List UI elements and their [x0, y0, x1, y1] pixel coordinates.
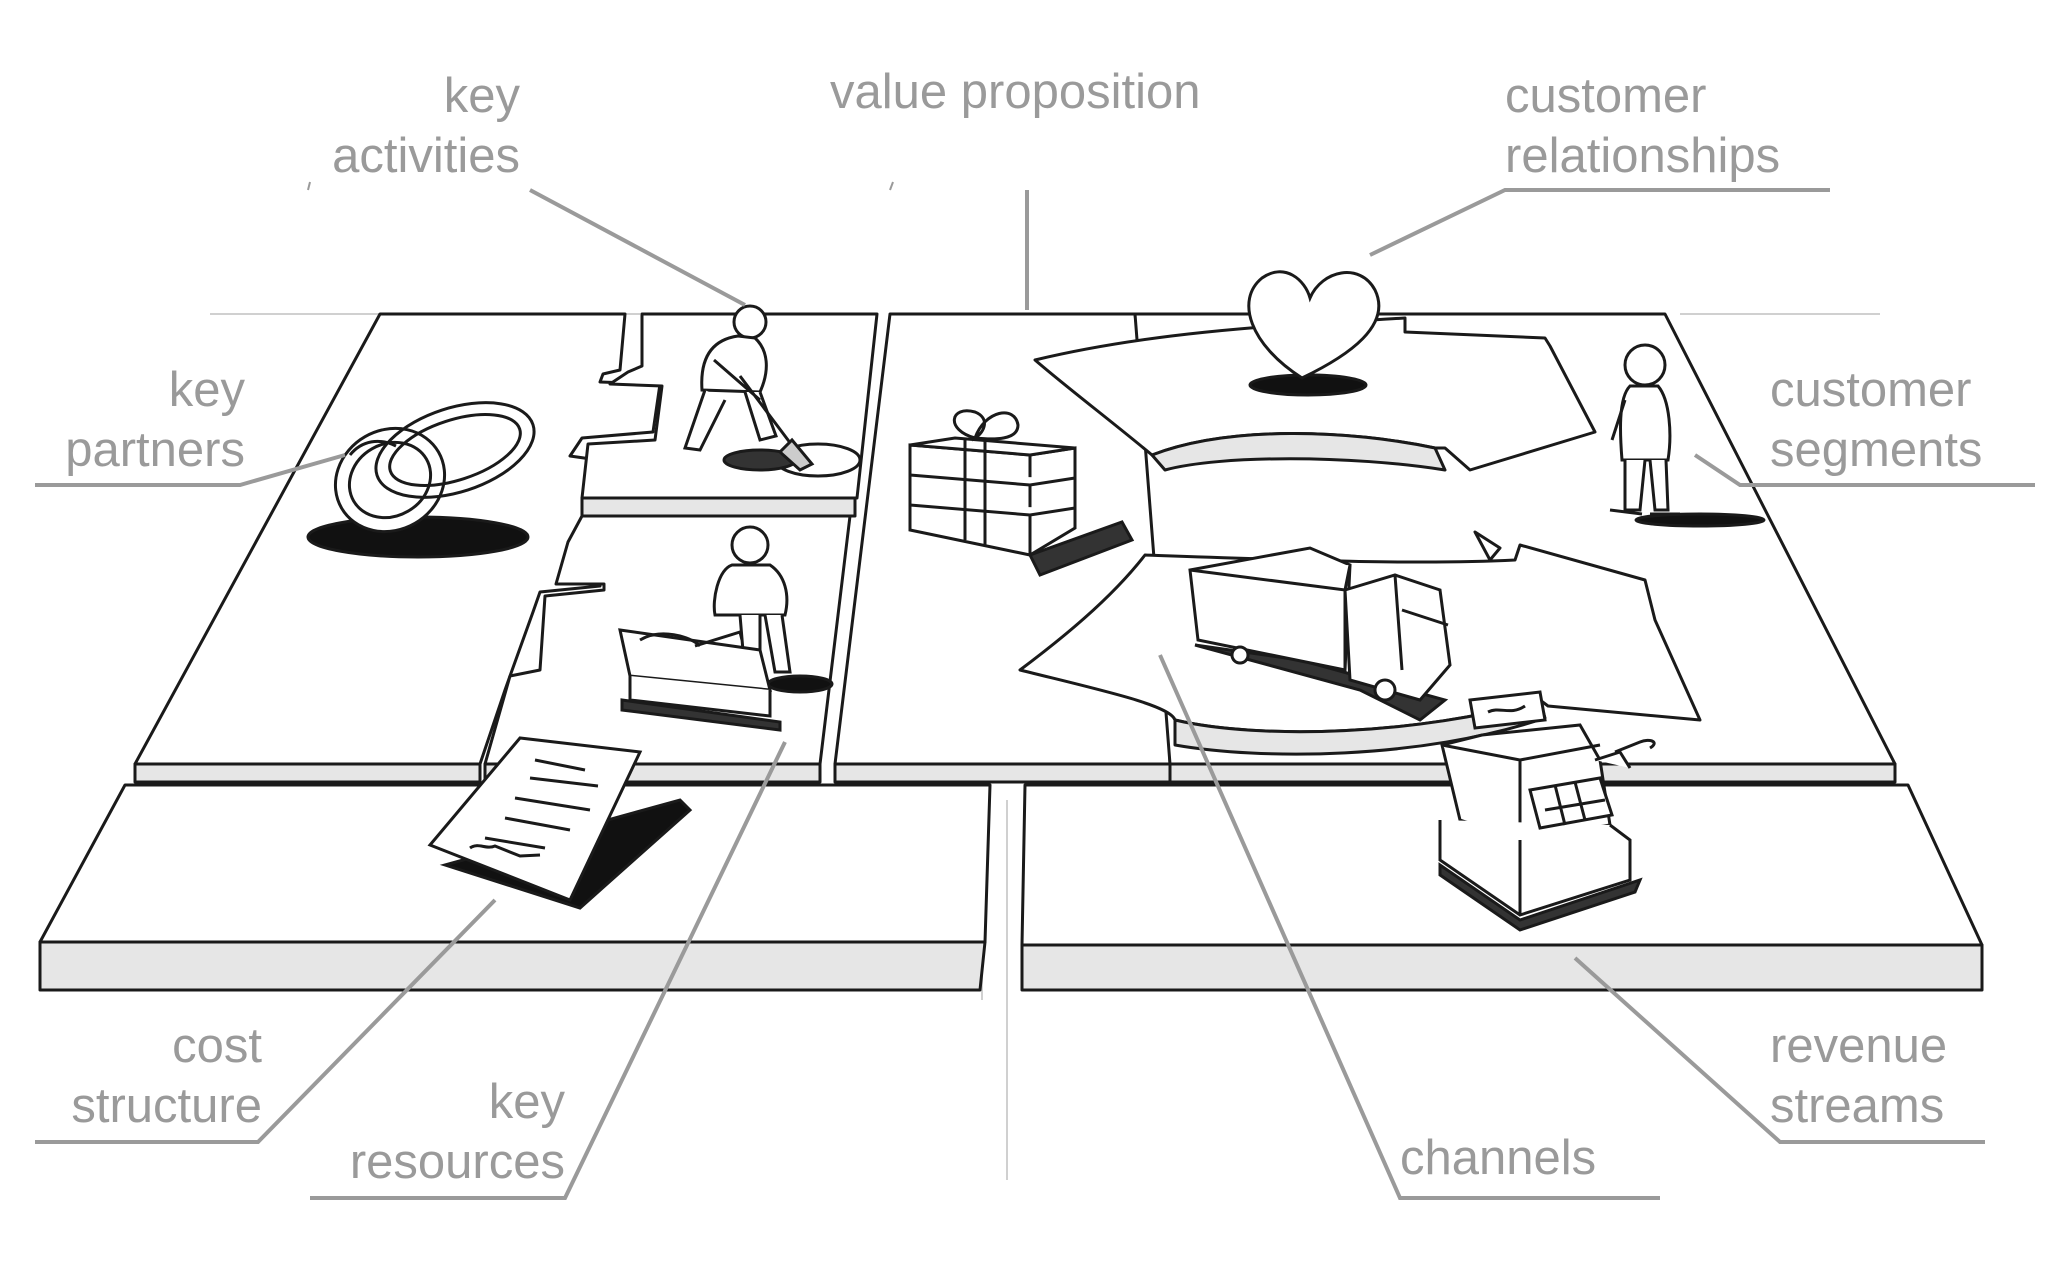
label-customer-relationships-line-1: customer	[1505, 69, 1707, 123]
label-channels-line-1: channels	[1400, 1131, 1597, 1185]
label-key-activities-line-1: key	[443, 69, 520, 123]
leader-key-activities	[529, 188, 746, 307]
label-key-resources-line-1: key	[488, 1075, 565, 1129]
label-key-activities: key activities	[300, 66, 520, 186]
label-key-activities-line-2: activities	[332, 129, 520, 183]
leader-lines	[35, 181, 2035, 1200]
cash-register-icon	[1438, 690, 1656, 932]
label-revenue-streams: revenue streams	[1770, 1016, 1947, 1136]
label-key-partners-line-2: partners	[65, 423, 245, 477]
label-customer-segments-line-1: customer	[1770, 363, 1972, 417]
digging-person-icon	[682, 304, 862, 478]
label-customer-segments-line-2: segments	[1770, 423, 1983, 477]
label-key-partners-line-1: key	[168, 363, 245, 417]
leader-cost-structure	[35, 898, 497, 1144]
label-value-proposition-line-1: value proposition	[830, 65, 1201, 119]
leader-key-partners	[35, 453, 346, 487]
label-cost-structure-line-2: structure	[71, 1079, 262, 1133]
document-icon	[427, 736, 693, 910]
gift-box-icon	[908, 409, 1135, 577]
worker-at-table-icon	[618, 525, 834, 732]
label-cost-structure-line-1: cost	[172, 1019, 262, 1073]
label-revenue-streams-line-2: streams	[1770, 1079, 1945, 1133]
truck-icon	[1188, 546, 1452, 722]
label-key-partners: key partners	[30, 360, 245, 480]
label-cost-structure: cost structure	[30, 1016, 262, 1136]
label-customer-relationships: customer relationships	[1505, 66, 1780, 186]
label-revenue-streams-line-1: revenue	[1770, 1019, 1948, 1073]
label-key-resources: key resources	[300, 1072, 565, 1192]
label-channels: channels	[1400, 1128, 1596, 1188]
leader-key-resources	[310, 741, 787, 1200]
leader-channels	[1158, 654, 1660, 1200]
heart-icon	[1247, 270, 1381, 397]
person-standing-icon	[1609, 343, 1766, 528]
label-key-resources-line-2: resources	[349, 1135, 565, 1189]
rings-icon	[306, 401, 536, 559]
label-customer-segments: customer segments	[1770, 360, 1982, 480]
label-value-proposition: value proposition	[830, 62, 1200, 122]
label-customer-relationships-line-2: relationships	[1505, 129, 1781, 183]
leader-customer-segments	[1693, 453, 2035, 487]
leader-customer-relationships	[1369, 188, 1830, 257]
lower-panels	[38, 783, 1984, 992]
leader-revenue-streams	[1573, 956, 1985, 1144]
